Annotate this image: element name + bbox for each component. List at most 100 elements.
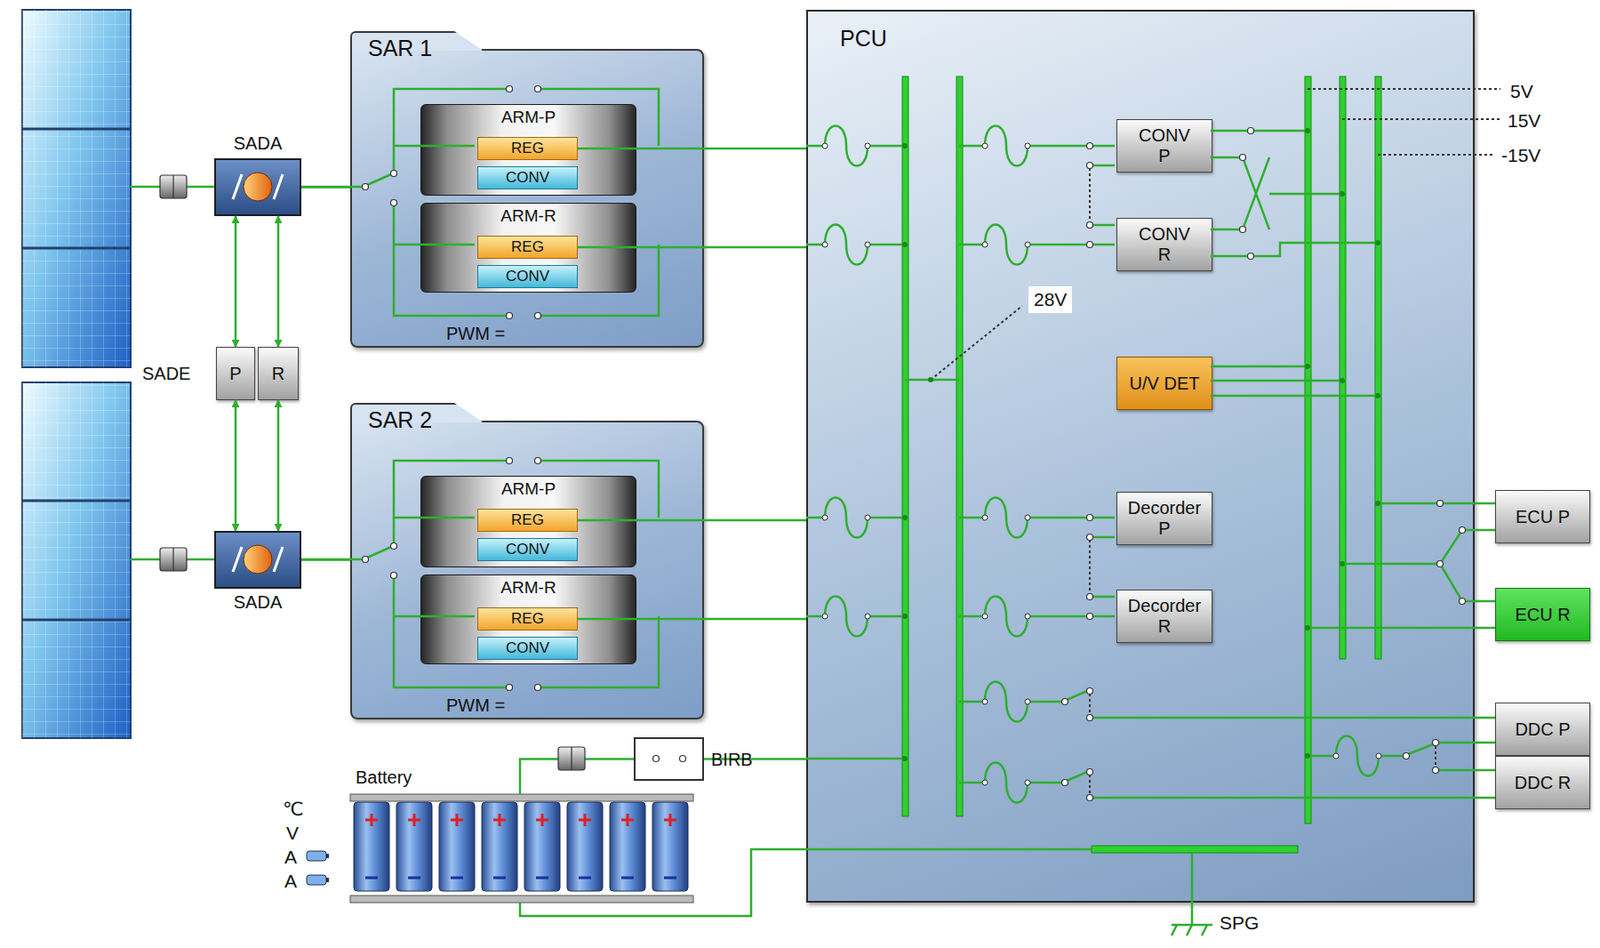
terminal xyxy=(1240,154,1247,161)
wire xyxy=(1210,130,1378,256)
node-label: P xyxy=(229,363,241,384)
wire xyxy=(1307,742,1496,770)
sada-symbol xyxy=(243,544,272,574)
solar-panel xyxy=(22,500,131,620)
converter-block: CONV xyxy=(477,264,578,288)
terminal xyxy=(1087,714,1094,721)
terminal xyxy=(1403,752,1410,760)
connector xyxy=(277,400,280,531)
terminal xyxy=(1432,739,1440,746)
regulator-block: REG xyxy=(477,607,578,631)
sensor-icon xyxy=(326,877,329,882)
detector-box: U/V DET xyxy=(1116,356,1213,410)
converter-box: CONV R xyxy=(1116,217,1213,272)
bus-bar xyxy=(1339,76,1346,659)
ground-label: SPG xyxy=(1219,912,1259,934)
connector xyxy=(577,519,807,522)
sensor-label: V xyxy=(286,822,299,844)
terminal xyxy=(391,572,398,579)
connector xyxy=(234,216,238,347)
fuse-symbol xyxy=(982,497,1031,538)
bus-voltage: -15V xyxy=(1496,142,1546,169)
terminal xyxy=(1087,534,1094,541)
terminal xyxy=(506,457,513,464)
decoder-box: Decorder R xyxy=(1116,589,1213,643)
node-label: SADA xyxy=(233,592,282,613)
node-label: SADE xyxy=(142,363,191,384)
terminal xyxy=(1087,162,1094,169)
node-label: SAR 2 xyxy=(368,407,432,433)
bus-voltage: 5V xyxy=(1504,78,1539,105)
node-label: REG xyxy=(511,511,544,529)
connector xyxy=(577,147,807,151)
solar-panel xyxy=(22,128,131,248)
wire xyxy=(393,575,659,688)
wire xyxy=(959,771,1496,798)
node-label: Decorder R xyxy=(1128,595,1201,637)
dashed-line xyxy=(1089,168,1436,795)
sub-label: PWM = xyxy=(446,695,505,716)
node-label: ARM-P xyxy=(421,107,636,128)
wire xyxy=(393,460,659,546)
wire xyxy=(520,848,1092,916)
connector-plug xyxy=(160,175,585,770)
fuse-symbol xyxy=(822,224,871,265)
connector-plug xyxy=(558,746,585,770)
regulator-arm: ARM-P REG CONV xyxy=(420,104,637,196)
terminal xyxy=(535,684,542,691)
sensor-label: A xyxy=(284,846,297,868)
fuse-symbol xyxy=(822,596,871,637)
node-label: SADA xyxy=(233,133,282,154)
fuse-symbol xyxy=(982,126,1031,167)
junction-dot xyxy=(1304,363,1311,369)
regulator-block: REG xyxy=(477,508,578,532)
wire xyxy=(1089,165,1115,597)
bus-bar xyxy=(902,76,909,816)
node-label: Battery xyxy=(355,767,412,788)
regulator-block: REG xyxy=(477,235,578,259)
converter-box: CONV P xyxy=(1116,119,1213,173)
wire xyxy=(393,202,659,316)
terminal xyxy=(1248,128,1255,135)
junction-dot xyxy=(1304,752,1311,759)
junction-dot xyxy=(902,128,1381,761)
fuse-symbol xyxy=(982,224,1031,265)
terminal xyxy=(653,755,660,762)
node-label: ECU P xyxy=(1515,506,1570,528)
junction-dot xyxy=(928,376,934,383)
terminal xyxy=(506,312,513,320)
regulator-block: REG xyxy=(477,136,578,160)
battery-pack xyxy=(481,801,518,891)
ground-symbol xyxy=(1171,924,1213,936)
terminal xyxy=(391,200,398,207)
terminal xyxy=(1087,143,1094,150)
terminal xyxy=(1087,768,1094,776)
drive-assembly: SADA xyxy=(214,158,302,216)
node-label: CONV xyxy=(505,267,550,286)
battery-pack xyxy=(350,793,694,801)
solar-panel xyxy=(22,9,131,368)
node-label: REG xyxy=(511,609,544,628)
wire xyxy=(1210,366,1378,396)
junction-dot xyxy=(1304,624,1311,631)
bus-voltage: 15V xyxy=(1502,107,1546,135)
converter-block: CONV xyxy=(477,636,578,660)
node-label: CONV xyxy=(505,168,550,187)
wire xyxy=(1191,852,1194,925)
terminal xyxy=(1087,613,1094,620)
bus-bar xyxy=(956,76,963,816)
converter-block: CONV xyxy=(477,166,578,190)
sensor-label: A xyxy=(284,870,297,892)
battery-pack xyxy=(567,801,603,891)
fuse-symbol xyxy=(982,596,1031,637)
bus-bar xyxy=(902,76,1382,853)
node-label: CONV xyxy=(505,639,550,657)
junction-dot xyxy=(1375,392,1381,399)
junction-dot xyxy=(902,613,908,619)
wire xyxy=(393,88,659,174)
wire xyxy=(959,690,1496,718)
regulator-module: SAR 1PWM =ARM-PREGCONVARM-RREGCONV xyxy=(350,48,704,348)
junction-dot xyxy=(902,241,908,248)
terminal xyxy=(1087,514,1094,521)
drive-assembly: SADA xyxy=(214,530,302,589)
